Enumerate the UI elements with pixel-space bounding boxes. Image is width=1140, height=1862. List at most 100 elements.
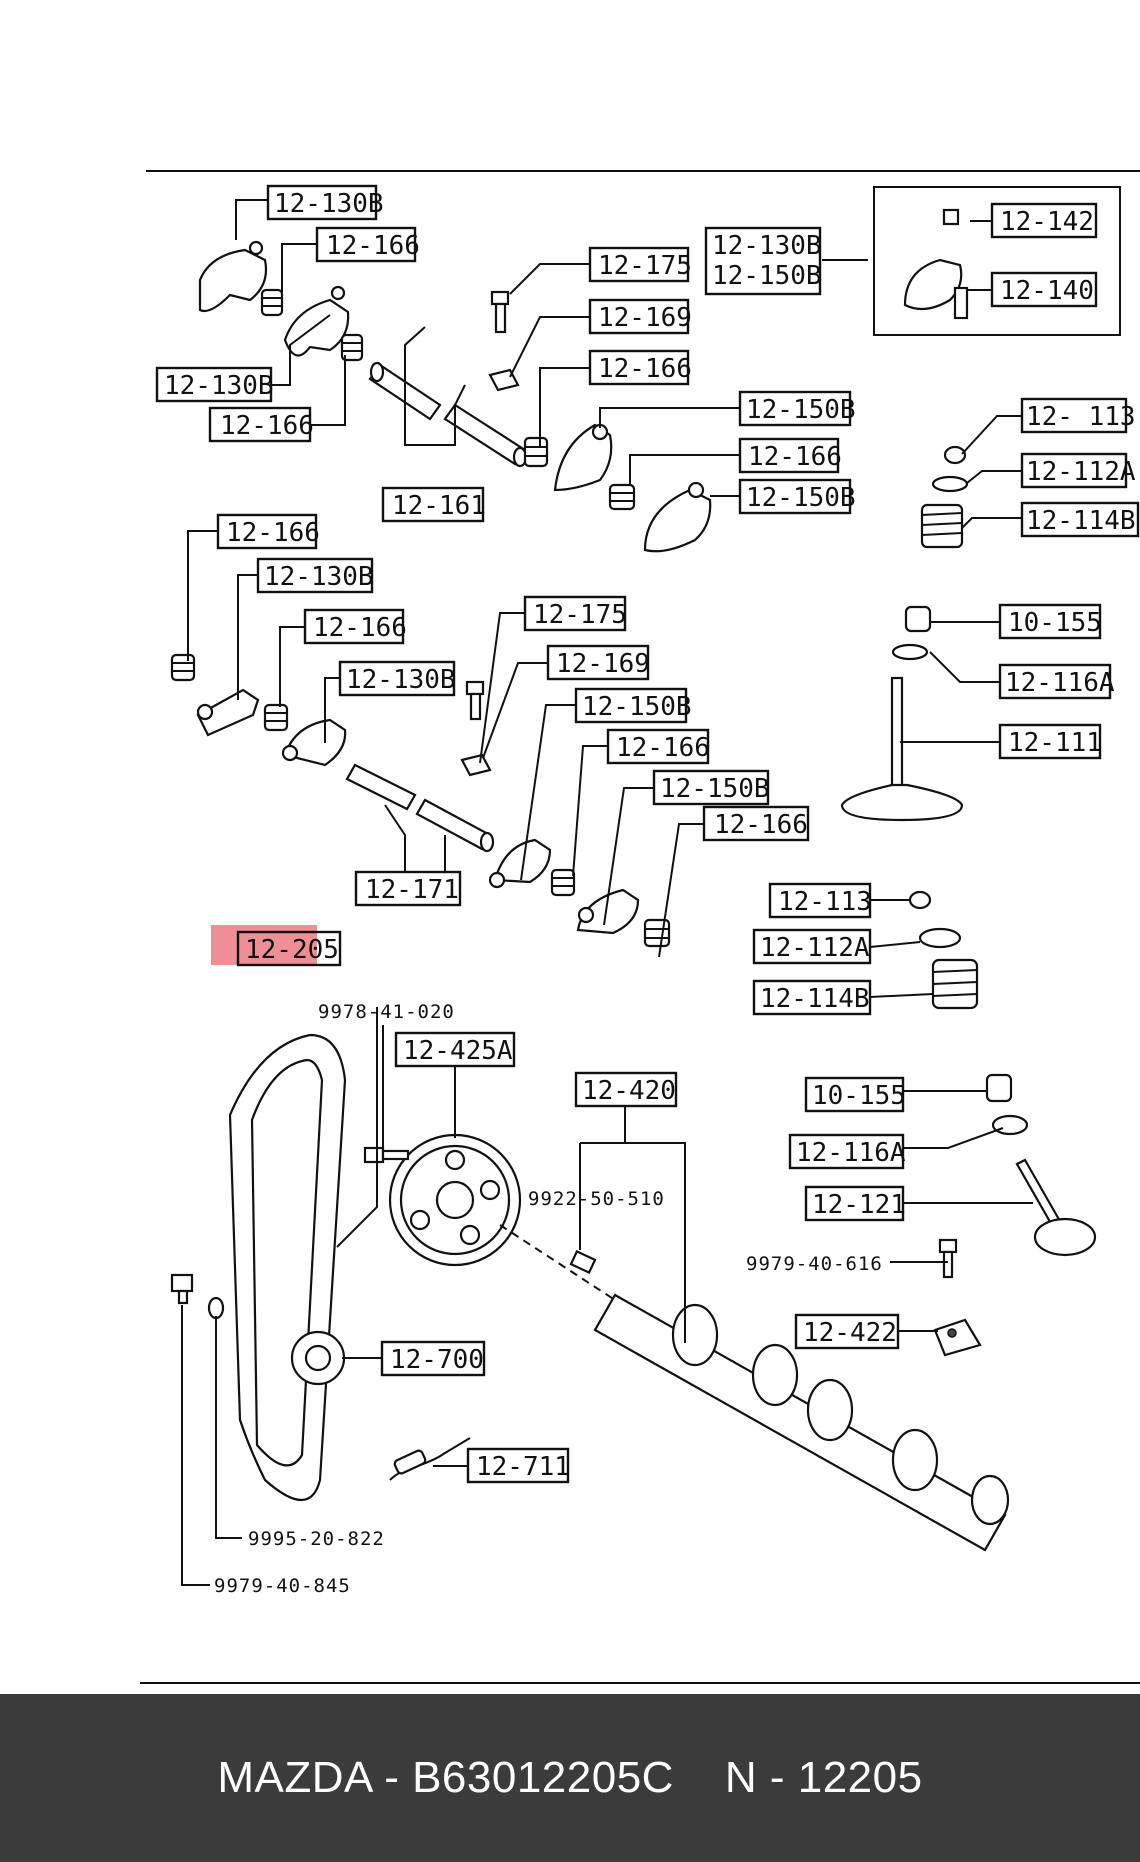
label-12-166-d: 12-166 bbox=[738, 437, 842, 474]
label-text: 12-112A bbox=[1026, 457, 1136, 487]
bolt-lower bbox=[460, 680, 492, 777]
label-text: 12-150B bbox=[582, 692, 692, 722]
label-text: 12-166 bbox=[616, 733, 710, 763]
label-12-161: 12-161 bbox=[381, 486, 486, 523]
label-text: 12-112A bbox=[760, 933, 870, 963]
rocker-arm-left-a bbox=[198, 240, 268, 313]
spring-seat-upper bbox=[891, 643, 929, 661]
spring-retainer-upper bbox=[931, 475, 969, 493]
timing-belt bbox=[228, 1033, 347, 1502]
rocker-arm-right-b bbox=[643, 481, 712, 553]
label-12-166-c: 12-166 bbox=[588, 349, 692, 386]
label-12-130b-d: 12-130B bbox=[338, 660, 456, 697]
part-number-9978-41-020: 9978-41-020 bbox=[318, 1001, 455, 1023]
label-12-166-a: 12-166 bbox=[315, 226, 420, 263]
spring-seat-lower bbox=[991, 1114, 1029, 1136]
label-12-166-g: 12-166 bbox=[606, 728, 710, 765]
spring-left-a bbox=[260, 288, 284, 317]
label-12-150b-a: 12-150B bbox=[738, 390, 856, 427]
label-text: 12-121 bbox=[812, 1190, 906, 1220]
label-text: 12-205 bbox=[245, 935, 339, 965]
valve-spring-lower bbox=[931, 958, 979, 1010]
label-text: 12-166 bbox=[714, 810, 808, 840]
label-text: 12-150B bbox=[746, 395, 856, 425]
label-text: 12-150B bbox=[660, 774, 770, 804]
label-text: 10-155 bbox=[812, 1081, 906, 1111]
label-text: 12-166 bbox=[313, 613, 407, 643]
label-text: 12-166 bbox=[598, 354, 692, 384]
label-text: 12-114B bbox=[1026, 506, 1136, 536]
label-12-130b-b: 12-130B bbox=[155, 366, 274, 403]
label-text: 12-116A bbox=[796, 1138, 906, 1168]
part-number-9995-20-822: 9995-20-822 bbox=[248, 1528, 385, 1550]
footer-bar: MAZDA - B63012205C N - 12205 bbox=[0, 1694, 1140, 1862]
tensioner-pulley bbox=[290, 1330, 346, 1386]
label-text: 12-111 bbox=[1008, 728, 1102, 758]
valve-keeper-lower bbox=[908, 890, 932, 910]
label-text: 12-161 bbox=[392, 491, 486, 521]
label-text: 12-166 bbox=[220, 411, 314, 441]
label-text: 12-711 bbox=[476, 1452, 570, 1482]
label-12-166-h: 12-166 bbox=[702, 805, 810, 842]
part-number-9979-40-845: 9979-40-845 bbox=[214, 1575, 351, 1597]
label-text: 12-166 bbox=[748, 442, 842, 472]
label-12-121: 12-121 bbox=[804, 1185, 906, 1222]
rocker-arm-mid-a bbox=[196, 688, 260, 737]
camshaft-bolt-right bbox=[938, 1238, 958, 1279]
label-12-166-f: 12-166 bbox=[303, 608, 407, 645]
label-12-175-b: 12-175 bbox=[523, 595, 627, 632]
label-12-169-a: 12-169 bbox=[588, 298, 692, 335]
label-12-116a-a: 12-116A bbox=[998, 663, 1115, 700]
label-12-420: 12-420 bbox=[574, 1071, 678, 1108]
label-12-142: 12-142 bbox=[990, 202, 1098, 239]
bolt-upper bbox=[488, 290, 520, 392]
rocker-arm-mid-c bbox=[488, 838, 552, 889]
label-12-116a-b: 12-116A bbox=[788, 1133, 906, 1170]
label-10-155-b: 10-155 bbox=[804, 1076, 906, 1113]
label-text: 12-420 bbox=[582, 1076, 676, 1106]
label-12-700: 12-700 bbox=[380, 1340, 486, 1377]
spring-upper-right bbox=[608, 483, 636, 511]
label-text: 12-171 bbox=[365, 875, 459, 905]
label-12-425a: 12-425A bbox=[394, 1031, 516, 1068]
pulley-axis-line bbox=[499, 1224, 616, 1301]
label-text: 12-113 bbox=[778, 887, 872, 917]
label-12-169-b: 12-169 bbox=[546, 644, 650, 681]
washer bbox=[207, 1296, 225, 1320]
exploded-parts-diagram: 12-130B 12-166 12-130B 12-166 12-161 12-… bbox=[140, 170, 1140, 1684]
valve-seal-upper bbox=[904, 605, 932, 633]
label-12-130b-c: 12-130B bbox=[256, 557, 374, 594]
label-12-111: 12-111 bbox=[998, 723, 1102, 760]
label-text: 12-425A bbox=[403, 1036, 513, 1066]
rocker-shaft-lower bbox=[345, 763, 495, 853]
label-12-171: 12-171 bbox=[354, 870, 462, 907]
spring-mid-a bbox=[170, 653, 196, 682]
label-text: 12-175 bbox=[533, 600, 627, 630]
footer-caption: MAZDA - B63012205C N - 12205 bbox=[217, 1753, 923, 1802]
label-12-114b-b: 12-114B bbox=[752, 979, 872, 1016]
label-text: 12-169 bbox=[598, 303, 692, 333]
part-number-9979-40-616: 9979-40-616 bbox=[746, 1253, 883, 1275]
label-12-150b-b: 12-150B bbox=[738, 478, 856, 515]
rocker-arm-mid-b bbox=[281, 718, 347, 767]
leader-lines bbox=[181, 199, 1033, 1586]
label-12-166-b: 12-166 bbox=[208, 406, 314, 443]
spring-mid-c bbox=[550, 868, 576, 897]
label-text: 12-150B bbox=[712, 261, 822, 291]
label-12-113-a: 12- 113 bbox=[1020, 397, 1136, 434]
label-text: 12-166 bbox=[326, 231, 420, 261]
rocker-arm-left-b bbox=[283, 285, 350, 357]
dowel-pin bbox=[569, 1249, 597, 1275]
spring-left-b bbox=[340, 333, 364, 362]
label-text: 12-422 bbox=[803, 1318, 897, 1348]
inset-box bbox=[873, 186, 1121, 336]
label-text: 12-116A bbox=[1005, 668, 1115, 698]
label-text: 12-150B bbox=[746, 483, 856, 513]
label-text: 12-140 bbox=[1000, 276, 1094, 306]
valve-spring-upper bbox=[920, 503, 964, 549]
label-text: 12-175 bbox=[598, 251, 692, 281]
label-text: 12-114B bbox=[760, 984, 870, 1014]
rocker-arm-right-a bbox=[553, 423, 613, 492]
